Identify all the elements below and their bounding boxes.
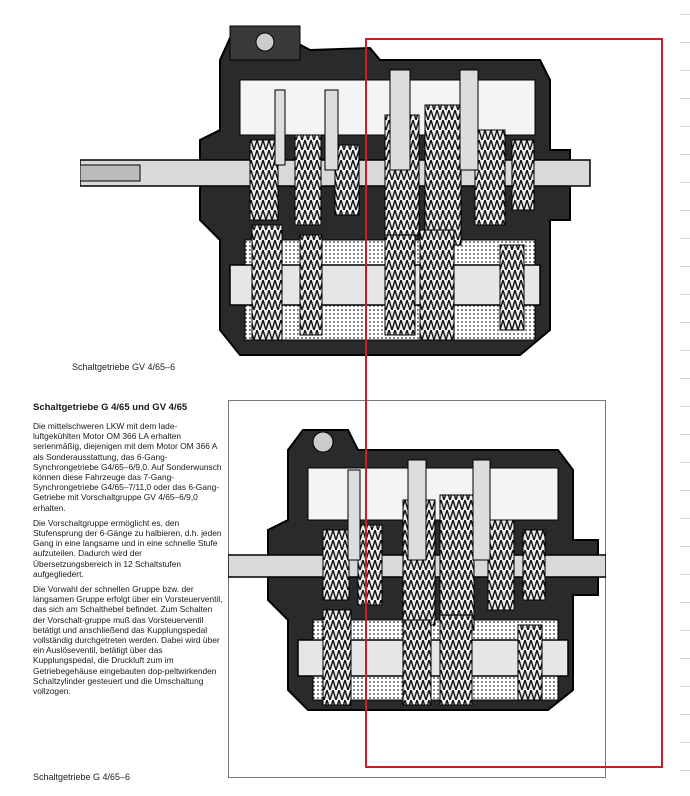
bottom-gearbox-illustration: [228, 420, 606, 720]
bottom-figure-frame: [228, 400, 606, 778]
article-paragraph-2: Die Vorschaltgruppe ermöglicht es, den S…: [33, 517, 222, 579]
top-figure-caption: Schaltgetriebe GV 4/65–6: [72, 362, 176, 372]
article-paragraph-1: Die mittelschweren LKW mit dem lade-luft…: [33, 421, 222, 513]
bottom-figure-caption: Schaltgetriebe G 4/65–6: [33, 772, 131, 782]
top-gearbox-illustration: [80, 20, 610, 370]
article-heading: Schaltgetriebe G 4/65 und GV 4/65: [33, 402, 188, 413]
red-highlight-box: [365, 38, 663, 768]
article-paragraph-3: Die Vorwahl der schnellen Gruppe bzw. de…: [33, 584, 223, 697]
article-text-column: Schaltgetriebe G 4/65 und GV 4/65 Die mi…: [33, 402, 223, 701]
scan-edge-marks: [680, 0, 690, 796]
